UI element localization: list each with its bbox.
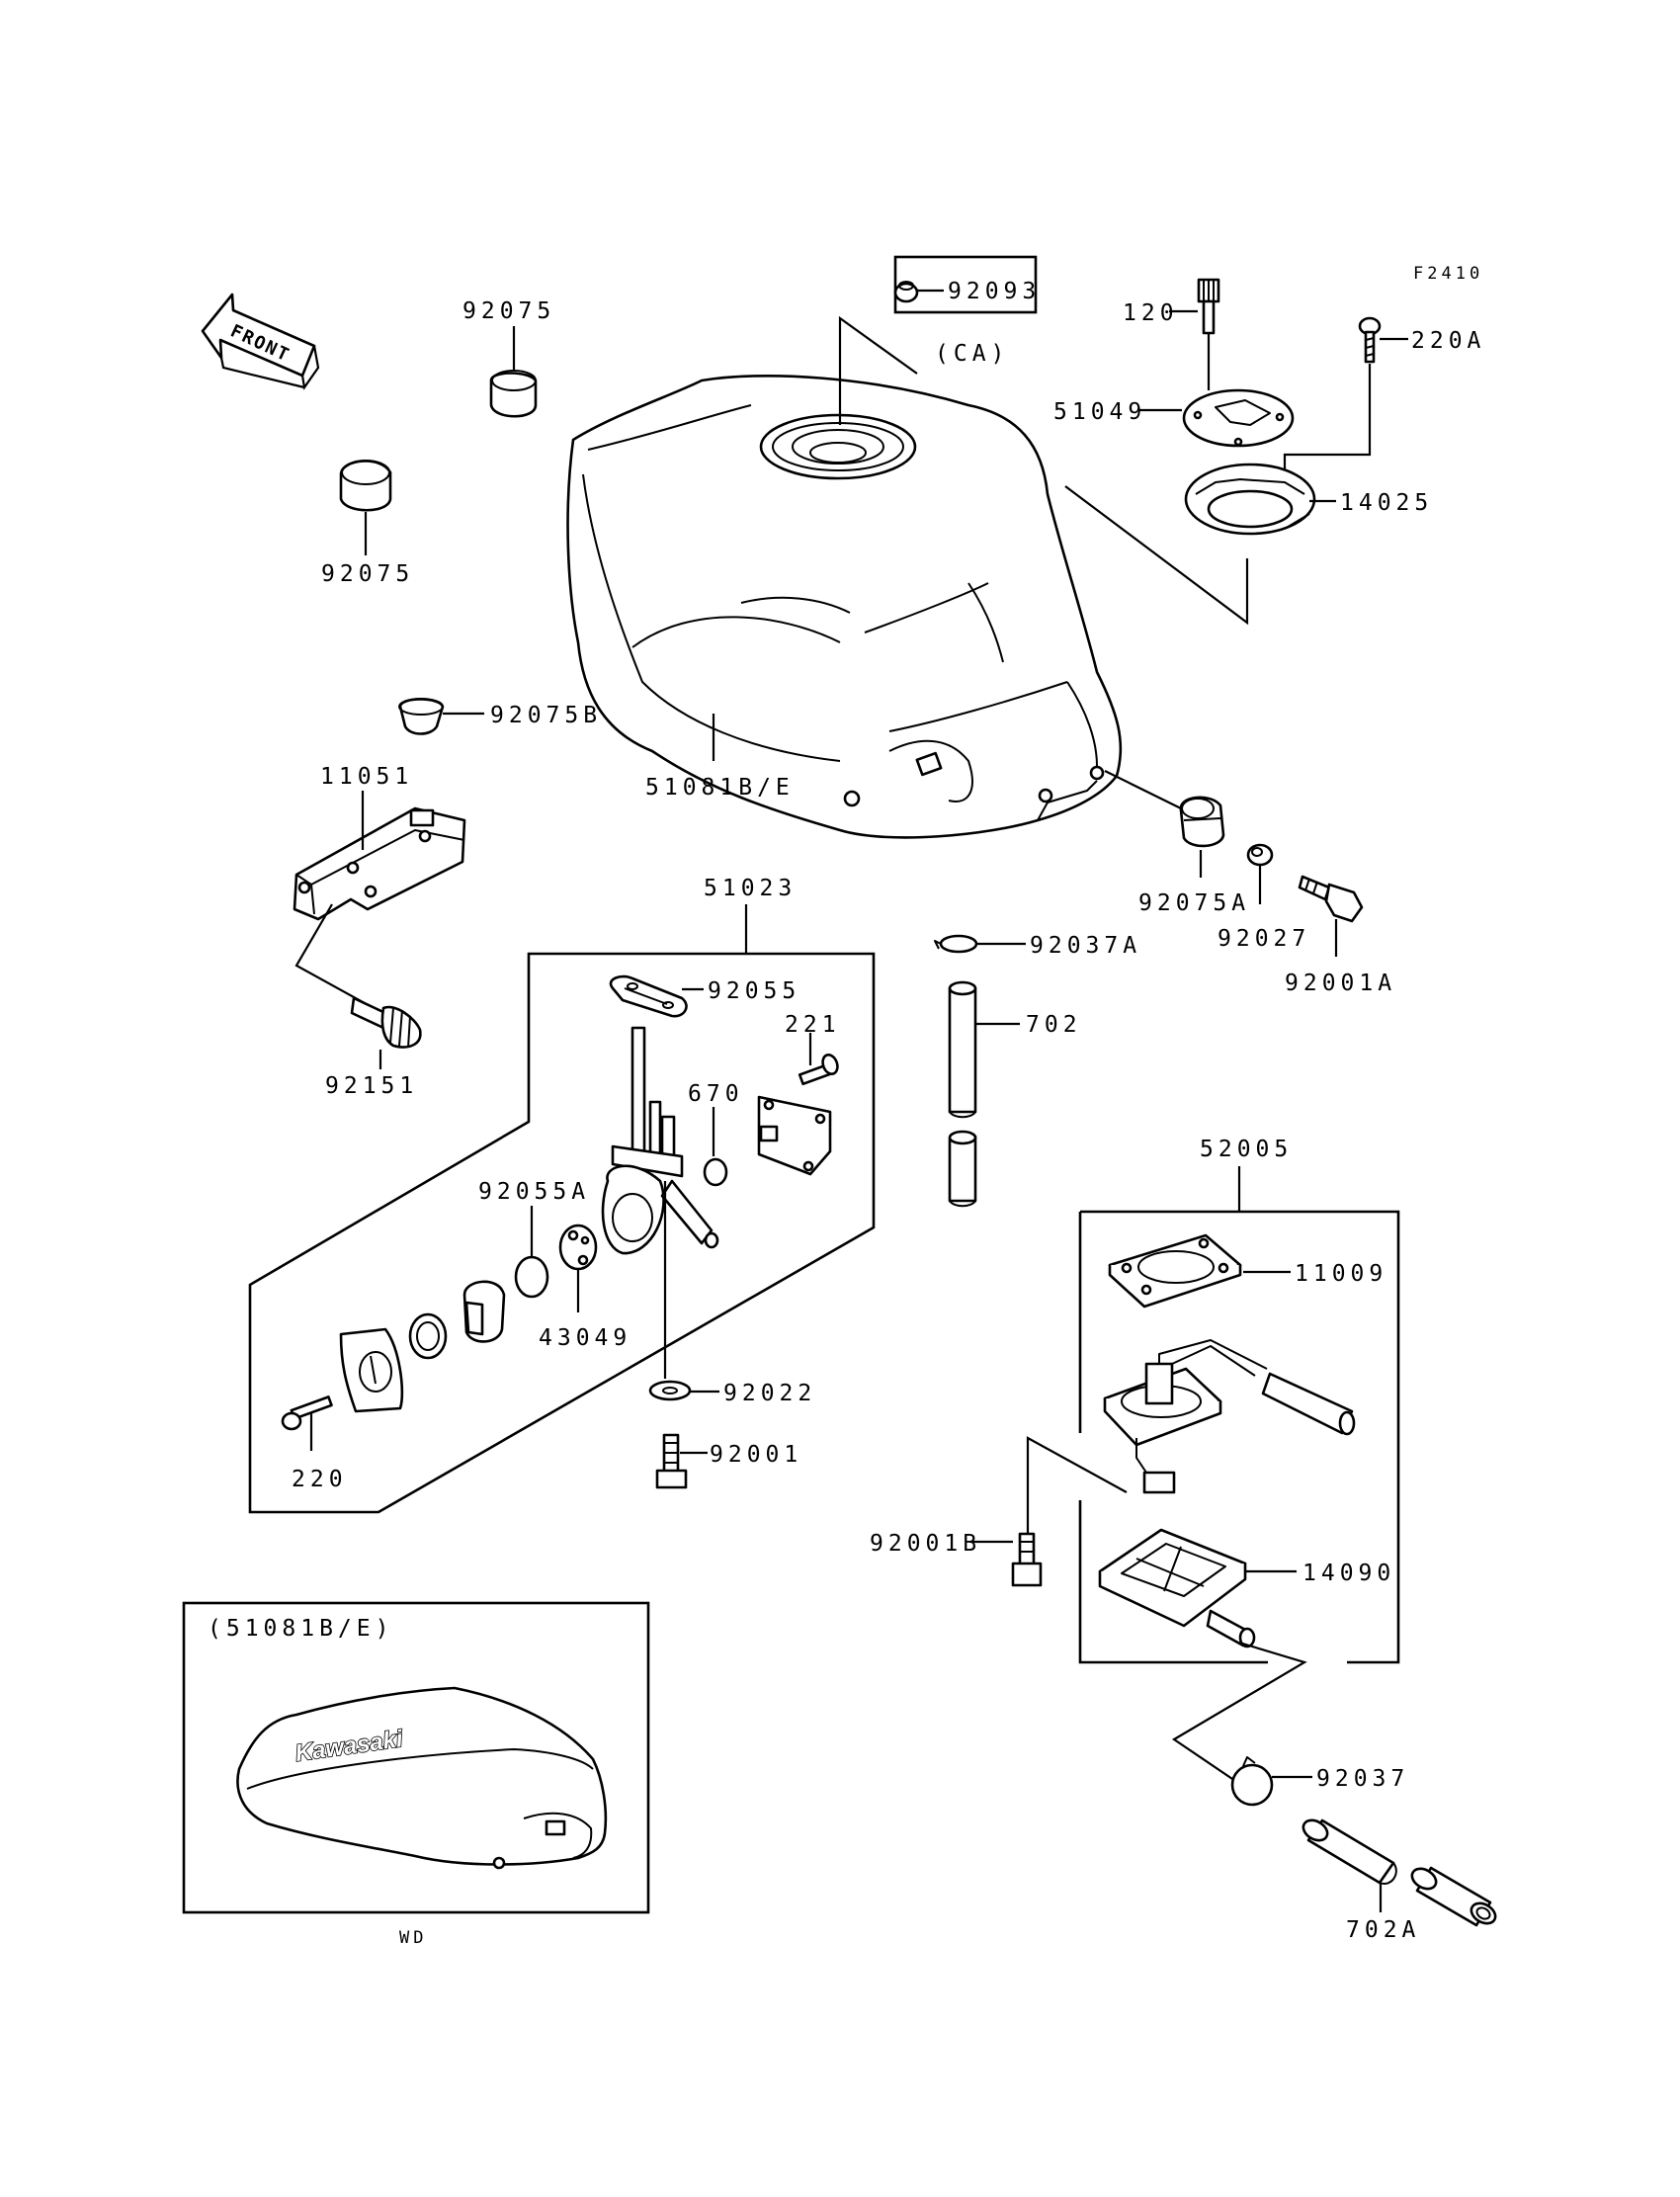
label-11051: 11051 [320, 764, 413, 790]
label-221: 221 [785, 1012, 841, 1038]
bolt-92001A-icon [1298, 875, 1364, 923]
label-ca: (CA) [935, 341, 1009, 367]
label-51023: 51023 [704, 876, 797, 901]
label-92075B: 92075B [490, 703, 602, 728]
label-92022: 92022 [723, 1381, 816, 1406]
oring-lever-icon [408, 1312, 448, 1360]
label-92075-top: 92075 [462, 298, 555, 324]
fuel-tank-51081 [566, 375, 1123, 839]
screw-221-icon [798, 1054, 839, 1086]
label-702A: 702A [1346, 1917, 1420, 1943]
inset-title: (51081B/E) [208, 1616, 393, 1642]
label-92037A: 92037A [1030, 933, 1141, 959]
gasket-11009-icon [1108, 1233, 1242, 1309]
hose-702-icon [948, 980, 977, 1208]
front-arrow-icon: FRONT [201, 293, 320, 390]
label-92027: 92027 [1218, 926, 1310, 952]
bolt-120-icon [1197, 278, 1220, 335]
screw-220-icon [281, 1395, 333, 1431]
label-92001A: 92001A [1285, 971, 1396, 996]
bolt-92151-icon [350, 996, 422, 1049]
grommet-92075A-icon [1179, 796, 1225, 848]
hose-702A-icon [1302, 1818, 1497, 1927]
label-92151: 92151 [325, 1073, 418, 1099]
clip-92037-icon [1230, 1756, 1274, 1807]
fuel-sender-box-lower [1078, 1500, 1268, 1664]
fuel-sensor-icon [1103, 1339, 1356, 1494]
label-43049: 43049 [539, 1325, 631, 1351]
grommet-92093-icon [893, 281, 919, 303]
inset-caption: WD [399, 1928, 427, 1948]
label-92001: 92001 [710, 1442, 802, 1468]
p92093-box [893, 255, 1038, 314]
grommet-92075-top-icon [489, 370, 538, 418]
label-120: 120 [1123, 300, 1179, 326]
plug-92075B-icon [398, 698, 445, 735]
oring-92055A-icon [514, 1255, 549, 1299]
cap-51049-icon [1182, 388, 1295, 448]
label-92075-left: 92075 [321, 561, 414, 587]
bolt-92001-icon [655, 1433, 688, 1489]
clip-92037A-icon [934, 934, 978, 954]
bolt-92001B-icon [1011, 1532, 1043, 1587]
label-51081BE: 51081B/E [645, 775, 795, 801]
lever-icon [462, 1280, 506, 1343]
label-92055: 92055 [708, 978, 800, 1004]
label-220A: 220A [1411, 328, 1485, 354]
tray-14090-icon [1098, 1528, 1256, 1648]
label-52005: 52005 [1200, 1137, 1293, 1162]
screw-220A-icon [1358, 316, 1382, 364]
ring-14025-icon [1184, 463, 1316, 536]
bracket-11051-icon [293, 806, 466, 921]
label-702: 702 [1026, 1012, 1082, 1038]
cover-plate-icon [757, 1095, 832, 1176]
washer-92022-icon [648, 1380, 692, 1401]
label-51049: 51049 [1053, 399, 1146, 425]
fuel-sender-box [1080, 1210, 1400, 1664]
label-92093: 92093 [948, 279, 1041, 304]
gasket-92055-icon [609, 974, 688, 1018]
label-92001B: 92001B [870, 1531, 981, 1557]
label-92075A: 92075A [1138, 890, 1250, 916]
label-11009: 11009 [1295, 1261, 1387, 1287]
label-92037: 92037 [1316, 1766, 1409, 1792]
gasket-43049-icon [558, 1224, 598, 1271]
label-92055A: 92055A [478, 1179, 590, 1205]
label-14090: 14090 [1302, 1561, 1395, 1586]
label-14025: 14025 [1340, 490, 1433, 516]
collar-92027-icon [1246, 843, 1274, 867]
lever-plate-icon [339, 1327, 404, 1413]
label-220: 220 [292, 1467, 348, 1492]
oring-670-icon [703, 1157, 728, 1187]
grommet-92075-left-icon [339, 460, 392, 512]
fuel-cock-body-icon [601, 1026, 719, 1255]
fuel-cock-assy-box [248, 952, 876, 1514]
label-670: 670 [688, 1081, 744, 1107]
inset-tank-icon [236, 1686, 608, 1870]
diagram-code: F2410 [1413, 264, 1483, 284]
inset-box [182, 1601, 650, 1914]
